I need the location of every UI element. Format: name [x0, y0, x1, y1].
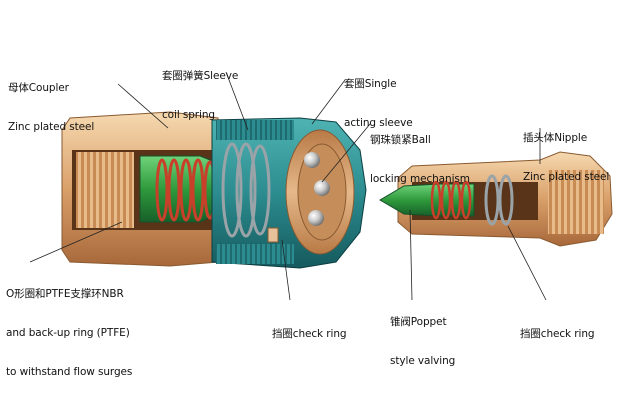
label-oring: O形圈和PTFE支撑环NBR and back-up ring (PTFE) t… — [6, 262, 132, 392]
poppet-spring — [430, 180, 472, 220]
locking-balls — [304, 152, 330, 226]
check-ring-left — [267, 227, 279, 243]
label-ball-lock: 钢珠锁紧Ball locking mechanism — [370, 108, 470, 199]
nipple-assembly — [379, 151, 613, 247]
label-poppet: 锥阀Poppet style valving — [390, 290, 455, 381]
label-poppet-line2: style valving — [390, 355, 456, 367]
locking-ball — [304, 152, 320, 168]
sleeve-knurl — [216, 120, 294, 140]
label-coupler-line1: 母体Coupler — [8, 82, 69, 94]
coupler-assembly — [61, 111, 367, 269]
label-oring-line1: O形圈和PTFE支撑环NBR — [6, 288, 124, 300]
label-single-sleeve-line1: 套圈Single — [344, 78, 397, 90]
leader-lines — [29, 71, 547, 301]
label-single-sleeve: 套圈Single acting sleeve — [344, 52, 413, 143]
coupler-thread — [76, 152, 134, 228]
label-check-ring-1: 挡圈check ring — [272, 302, 347, 354]
label-nipple: 插头体Nipple Zinc plated steel — [523, 106, 609, 197]
label-oring-line2: and back-up ring (PTFE) — [6, 327, 130, 339]
label-ball-lock-line2: locking mechanism — [370, 173, 470, 185]
label-poppet-line1: 锥阀Poppet — [390, 316, 447, 328]
label-check-ring-1-line1: 挡圈check ring — [272, 328, 347, 340]
locking-ball — [314, 180, 330, 196]
nipple-check-ring — [484, 174, 514, 226]
coupler-inner-spring — [155, 158, 217, 222]
label-nipple-line2: Zinc plated steel — [523, 171, 610, 183]
locking-ball — [308, 210, 324, 226]
label-coupler: 母体Coupler Zinc plated steel — [8, 56, 94, 147]
nipple-thread — [548, 170, 604, 234]
label-ball-lock-line1: 钢珠锁紧Ball — [370, 134, 431, 146]
label-sleeve-spring-line2: coil spring — [162, 109, 215, 121]
label-check-ring-2: 挡圈check ring — [520, 302, 595, 354]
label-sleeve-spring-line1: 套圈弹簧Sleeve — [162, 70, 239, 82]
sleeve-coil-spring — [221, 142, 271, 238]
label-nipple-line1: 插头体Nipple — [523, 132, 588, 144]
label-coupler-line2: Zinc plated steel — [8, 121, 95, 133]
label-sleeve-spring: 套圈弹簧Sleeve coil spring — [162, 44, 238, 135]
label-check-ring-2-line1: 挡圈check ring — [520, 328, 595, 340]
sleeve-knurl-bottom — [216, 244, 294, 264]
label-oring-line3: to withstand flow surges — [6, 366, 133, 378]
label-single-sleeve-line2: acting sleeve — [344, 117, 413, 129]
